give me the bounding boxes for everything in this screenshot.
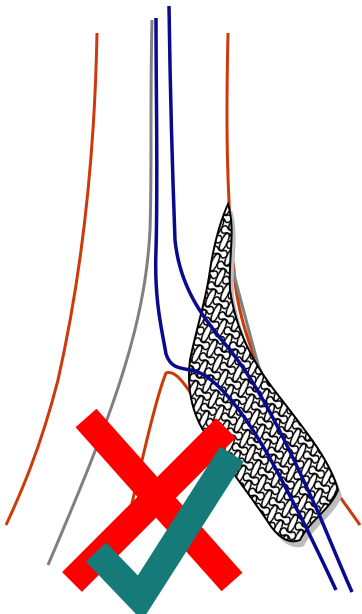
vessel-left-wall [6, 33, 97, 525]
